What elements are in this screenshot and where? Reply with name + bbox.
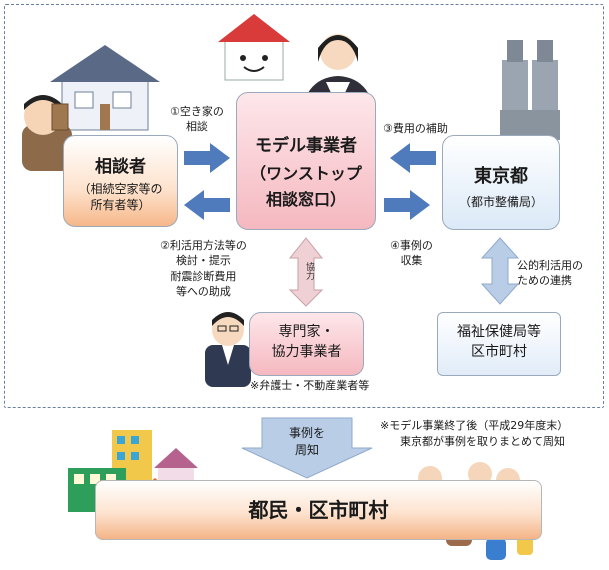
citizens-label: 都民・区市町村 — [248, 498, 389, 522]
model-operator-node: モデル事業者 （ワンストップ 相談窓口） — [236, 92, 376, 230]
edge-proposal-label: ②利活用方法等の 検討・提示 耐震診断費用 等への助成 — [160, 238, 247, 300]
vacant-house-illustration — [50, 45, 160, 131]
model-operator-line2: （ワンストップ — [250, 164, 362, 183]
consultant-node: 相談者 （相続空家等の 所有者等） — [63, 135, 178, 227]
tokyo-government-building — [500, 40, 560, 140]
edge-consultation-line1: ①空き家の — [170, 105, 224, 118]
expert-node: 専門家・ 協力事業者 — [249, 312, 364, 376]
tokyo-sub: （都市整備局） — [458, 195, 543, 209]
arrow-model-to-tokyo — [384, 190, 430, 220]
edge-consultation-label: ①空き家の 相談 — [170, 104, 224, 135]
arrow-consult-to-model — [184, 143, 230, 173]
edge-collect-line1: ④事例の — [390, 239, 433, 252]
arrow-cooperate — [288, 237, 324, 307]
model-operator-title: モデル事業者 — [255, 136, 357, 156]
publish-label: 事例を 周知 — [268, 425, 346, 459]
model-end-note-1: ※モデル事業終了後（平成29年度末） — [380, 419, 569, 432]
model-end-note-2: 東京都が事例を取りまとめて周知 — [400, 435, 565, 448]
publish-line2: 周知 — [294, 442, 319, 457]
consultant-title: 相談者 — [95, 157, 146, 177]
tokyo-node: 東京都 （都市整備局） — [442, 135, 560, 230]
worried-owner-illustration — [22, 95, 72, 171]
public-use-line2: ための連携 — [517, 274, 572, 288]
edge-consultation-line2: 相談 — [185, 120, 208, 134]
cooperate-label: 協力 — [304, 262, 314, 280]
lawyer-note: ※弁護士・不動産業者等 — [250, 379, 370, 392]
arrow-model-to-consult — [184, 190, 230, 220]
edge-collect-label: ④事例の 収集 — [390, 238, 433, 269]
edge-proposal-line3: 耐震診断費用 — [170, 269, 237, 283]
consultant-sub2: 所有者等） — [90, 198, 151, 213]
consultant-sub1: （相続空家等の — [78, 182, 163, 196]
expert-line2: 協力事業者 — [271, 343, 342, 360]
edge-proposal-line2: 検討・提示 — [175, 254, 231, 268]
edge-proposal-line4: 等への助成 — [175, 285, 231, 299]
arrow-public-use — [480, 237, 520, 305]
welfare-line2: 区市町村 — [471, 343, 527, 360]
tokyo-title: 東京都 — [474, 166, 528, 187]
edge-subsidy-label: ③費用の補助 — [383, 122, 448, 135]
edge-collect-line2: 収集 — [400, 254, 423, 268]
arrow-tokyo-to-model — [390, 143, 436, 173]
arrow-publish — [241, 417, 373, 479]
model-operator-line3: 相談窓口） — [265, 190, 346, 209]
model-project-frame — [4, 4, 604, 408]
welfare-node: 福祉保健局等 区市町村 — [437, 312, 561, 376]
welfare-line1: 福祉保健局等 — [457, 324, 541, 340]
public-use-label: 公的利活用の ための連携 — [517, 258, 583, 289]
smiling-house-illustration — [218, 14, 290, 81]
expert-man-illustration — [205, 312, 251, 387]
expert-line1: 専門家・ — [278, 324, 335, 340]
publish-line1: 事例を — [288, 426, 325, 440]
citizens-bar: 都民・区市町村 — [95, 480, 542, 540]
edge-proposal-line1: ②利活用方法等の — [160, 239, 247, 252]
public-use-line1: 公的利活用の — [517, 259, 583, 272]
